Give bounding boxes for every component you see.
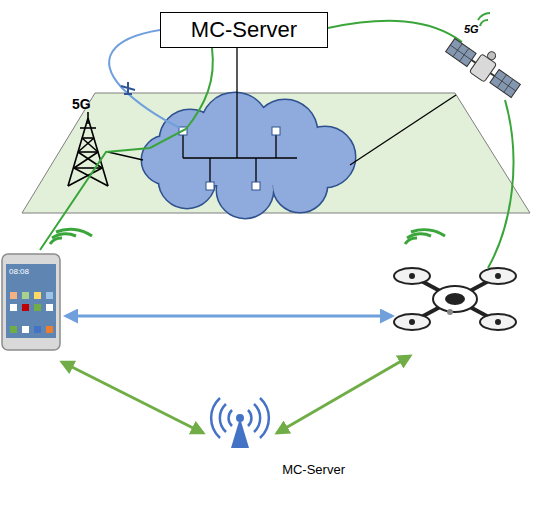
smartphone [2, 254, 60, 350]
access-link [277, 356, 410, 433]
direct-link [66, 315, 392, 318]
radio-link [40, 21, 513, 268]
network-wire [108, 48, 456, 183]
satellite [444, 29, 527, 99]
signal-icon [478, 13, 490, 26]
access-link [62, 362, 203, 433]
signal-icon [405, 230, 445, 244]
signal-icon [50, 229, 92, 244]
drone [394, 268, 516, 330]
antenna-symbol [211, 398, 269, 448]
network-plane [22, 93, 530, 213]
node-label: MC-Server [280, 461, 347, 478]
cell-tower [68, 112, 108, 186]
server-node: MC-Server [215, 396, 347, 478]
node-label: MC-Server [191, 17, 297, 43]
network-badge: 5G [464, 24, 479, 35]
server-box: MC-Server [160, 12, 328, 48]
network-badge: 5G [72, 97, 91, 111]
network-node [179, 127, 280, 190]
screen-clock: 08:08 [9, 268, 29, 276]
core-cloud [142, 93, 355, 218]
